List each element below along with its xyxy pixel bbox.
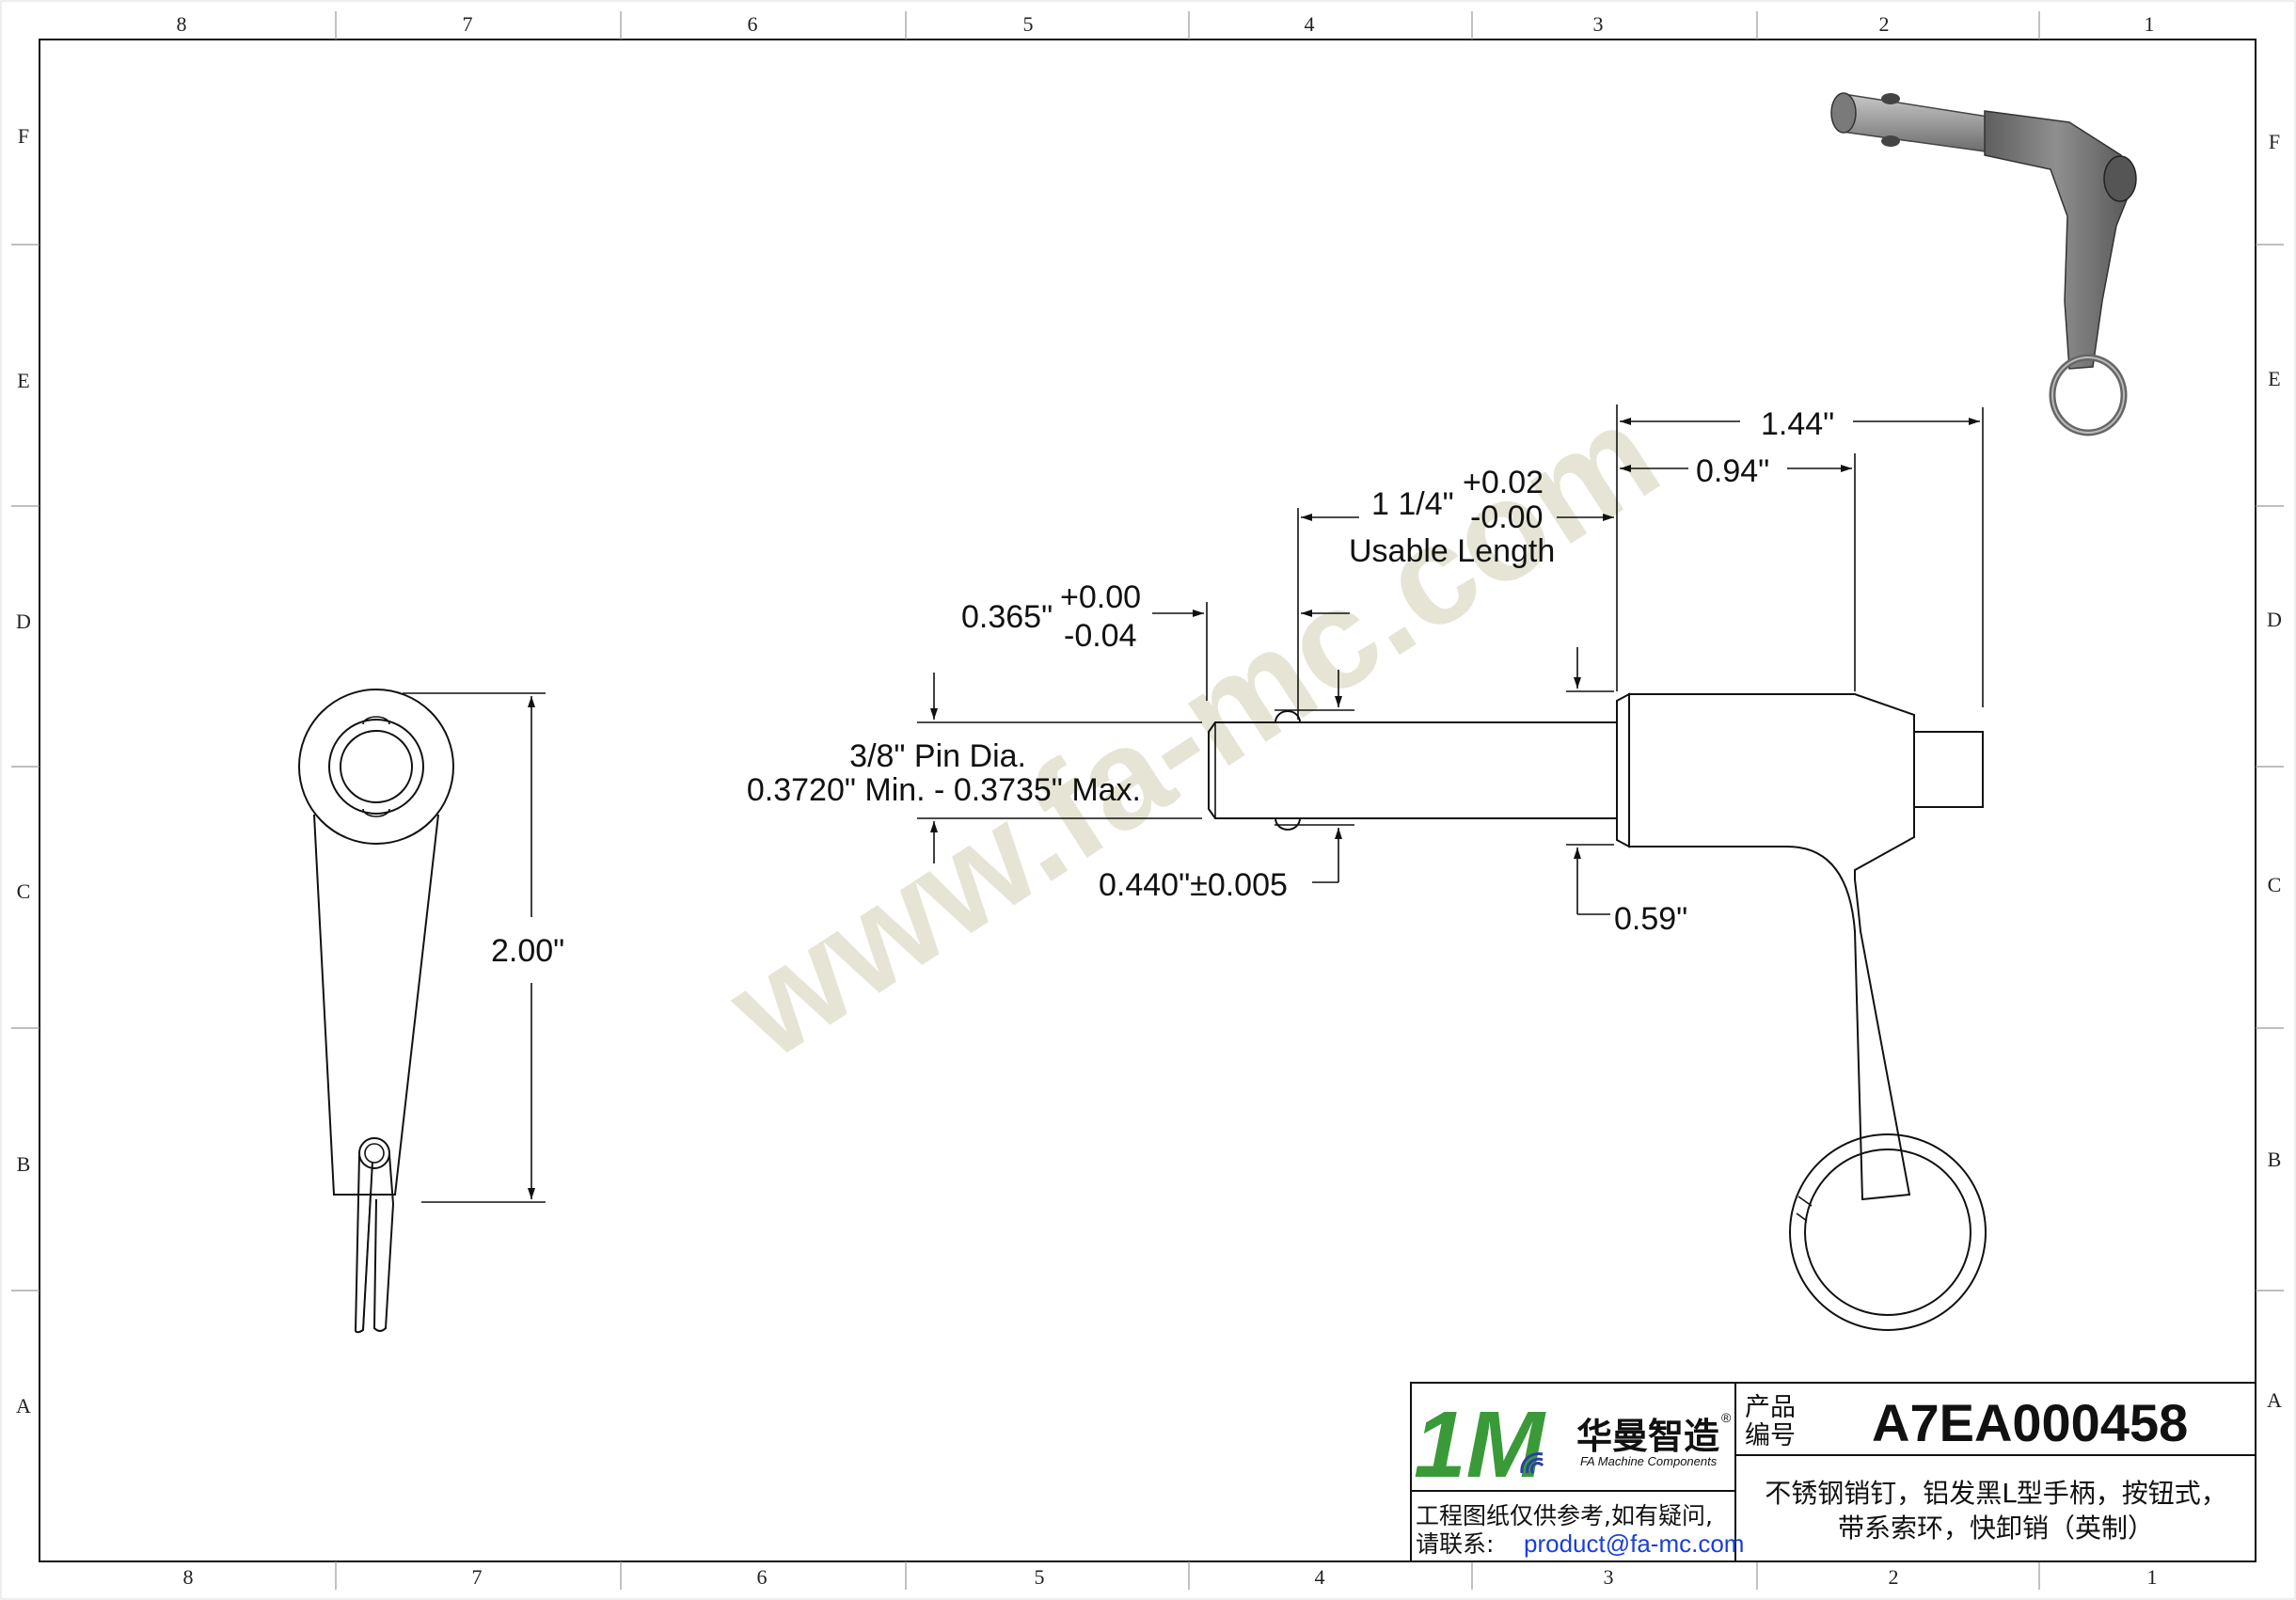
disclaimer-line1: 工程图纸仅供参考,如有疑问, xyxy=(1416,1502,1713,1529)
zone-row-left-F: F xyxy=(18,124,29,148)
contact-email-link[interactable]: product@fa-mc.com xyxy=(1524,1529,1744,1558)
zone-col-top-2: 2 xyxy=(1879,12,1890,36)
zone-row-right-C: C xyxy=(2268,873,2282,896)
dim-usable-length-main: 1 1/4" xyxy=(1371,486,1454,522)
zone-row-left-A: A xyxy=(16,1394,31,1418)
description-line1: 不锈钢销钉，铝发黑L型手柄，按钮式， xyxy=(1765,1478,2227,1509)
zone-row-left-E: E xyxy=(17,369,29,392)
logo-cn-name: 华曼智造 xyxy=(1576,1416,1719,1457)
zone-ticks xyxy=(11,11,2284,1590)
zone-col-bottom-2: 2 xyxy=(1889,1565,1899,1589)
zone-col-top-7: 7 xyxy=(463,12,473,36)
dim-ball-dia-label: 0.440"±0.005 xyxy=(1099,867,1288,903)
product-no-label-line1: 产品 xyxy=(1745,1393,1796,1422)
dim-overall-length xyxy=(1616,404,1984,707)
disclaimer-line2-prefix: 请联系: xyxy=(1416,1530,1494,1558)
zone-col-bottom-6: 6 xyxy=(757,1565,768,1589)
zone-col-top-4: 4 xyxy=(1305,12,1315,36)
zone-row-right-F: F xyxy=(2269,130,2280,153)
dim-shoulder-length-label: 0.94" xyxy=(1696,453,1769,489)
zone-col-bottom-1: 1 xyxy=(2147,1565,2158,1589)
end-view xyxy=(298,689,454,1334)
zone-labels-bottom: 8 7 6 5 4 3 2 1 xyxy=(183,1565,2158,1589)
product-number: A7EA000458 xyxy=(1872,1393,2188,1452)
zone-labels-left: F E D C B A xyxy=(16,124,31,1418)
title-block xyxy=(1410,1382,2256,1562)
dim-usable-length-tol-plus: +0.02 xyxy=(1463,465,1544,500)
zone-col-top-3: 3 xyxy=(1593,12,1604,36)
zone-row-left-B: B xyxy=(17,1152,31,1176)
side-view xyxy=(1208,692,1987,1331)
zone-labels-top: 8 7 6 5 4 3 2 1 xyxy=(177,12,2155,36)
dim-tip-length-tol-plus: +0.00 xyxy=(1060,579,1141,615)
dim-tip-length-tol-minus: -0.04 xyxy=(1064,618,1137,654)
zone-col-top-6: 6 xyxy=(748,12,758,36)
zone-col-top-8: 8 xyxy=(177,12,187,36)
signal-icon xyxy=(1520,1452,1544,1474)
logo-mark: 1M xyxy=(1414,1392,1547,1497)
zone-col-bottom-3: 3 xyxy=(1604,1565,1614,1589)
zone-row-right-D: D xyxy=(2267,608,2282,631)
dim-handle-height xyxy=(403,692,546,1203)
dim-usable-length xyxy=(1297,508,1614,720)
zone-col-bottom-8: 8 xyxy=(183,1565,194,1589)
zone-col-bottom-7: 7 xyxy=(472,1565,483,1589)
dim-pin-diameter xyxy=(917,673,1202,863)
zone-col-top-5: 5 xyxy=(1023,12,1034,36)
logo-en-name: FA Machine Components xyxy=(1580,1454,1718,1468)
dim-tip-length xyxy=(1152,602,1350,701)
dim-shoulder-length xyxy=(1620,453,1856,691)
dim-ball-diameter xyxy=(1275,670,1354,883)
dim-pin-dia-line1: 3/8" Pin Dia. xyxy=(849,738,1026,774)
dim-usable-length-tol-minus: -0.00 xyxy=(1470,499,1544,535)
dim-pin-dia-line2: 0.3720" Min. - 0.3735" Max. xyxy=(747,772,1141,808)
product-no-label-line2: 编号 xyxy=(1745,1421,1796,1450)
logo-registered-mark: ® xyxy=(1721,1410,1732,1425)
zone-row-left-D: D xyxy=(16,610,31,633)
zone-row-right-B: B xyxy=(2268,1148,2282,1171)
dim-handle-height-label: 2.00" xyxy=(491,933,564,969)
description-line2: 带系索环，快卸销（英制） xyxy=(1838,1513,2154,1544)
zone-col-bottom-4: 4 xyxy=(1315,1565,1325,1589)
dim-overall-length-label: 1.44" xyxy=(1761,406,1834,442)
dim-collar-height xyxy=(1566,647,1614,915)
dim-collar-height-label: 0.59" xyxy=(1614,901,1687,937)
zone-col-bottom-5: 5 xyxy=(1035,1565,1045,1589)
isometric-render xyxy=(1830,92,2137,436)
dim-tip-length-main: 0.365" xyxy=(961,599,1053,635)
zone-row-right-E: E xyxy=(2268,367,2280,390)
dim-usable-length-label: Usable Length xyxy=(1349,533,1555,569)
zone-labels-right: F E D C B A xyxy=(2267,130,2282,1412)
company-logo: 1M 华曼智造 ® FA Machine Components xyxy=(1414,1392,1732,1497)
zone-col-top-1: 1 xyxy=(2145,12,2155,36)
zone-row-left-C: C xyxy=(17,879,31,903)
zone-row-right-A: A xyxy=(2267,1388,2282,1412)
